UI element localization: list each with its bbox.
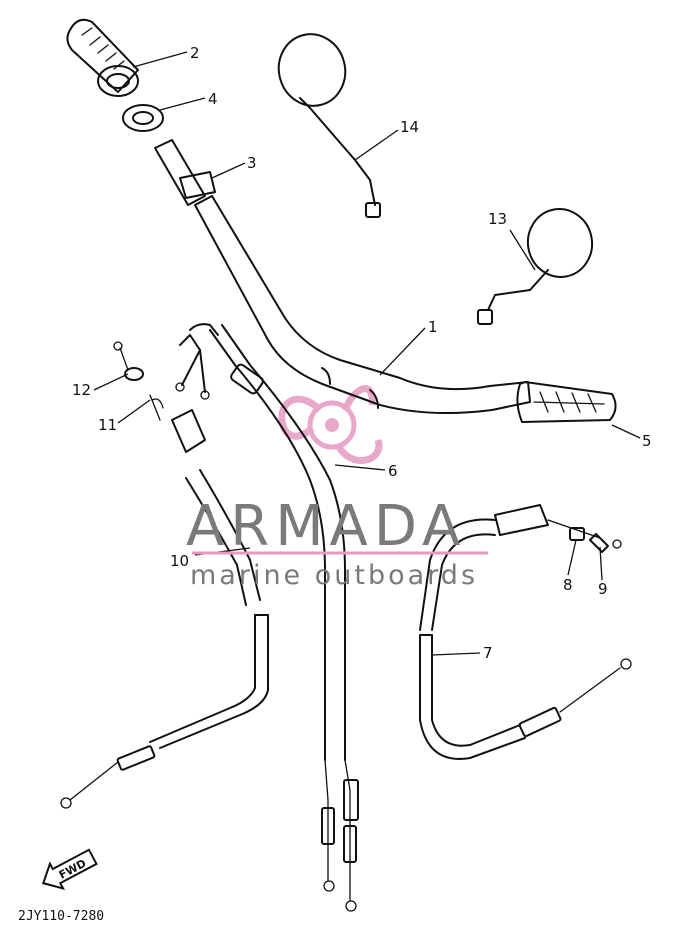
callout-6: 6	[388, 462, 398, 480]
bar-clamp	[179, 171, 216, 199]
callout-2: 2	[190, 44, 200, 62]
callout-4: 4	[208, 90, 218, 108]
left-grip	[66, 18, 139, 97]
clutch-cable-left	[60, 341, 269, 809]
callout-13: 13	[488, 210, 507, 228]
leader-lines	[93, 51, 641, 656]
mirror-right	[477, 208, 594, 325]
clutch-cable-right	[419, 504, 632, 760]
callout-10: 10	[170, 552, 189, 570]
callout-11: 11	[98, 416, 117, 434]
callout-labels: 1 2 3 4 5 6 7 8 9 10 11 12 13 14	[72, 44, 652, 662]
callout-1: 1	[428, 318, 438, 336]
callout-12: 12	[72, 381, 91, 399]
watermark: ARMADA marine outboards	[186, 494, 488, 591]
callout-8: 8	[563, 576, 573, 594]
mirror-left	[277, 33, 381, 218]
drawing-code: 2JY110-7280	[18, 909, 104, 924]
propeller-logo	[278, 385, 383, 464]
forward-arrow-icon: FWD	[41, 848, 98, 891]
callout-9: 9	[598, 580, 608, 598]
watermark-brand: ARMADA	[186, 494, 466, 559]
grip-washer	[122, 104, 164, 132]
callout-14: 14	[400, 118, 419, 136]
throttle-cables	[175, 323, 359, 912]
callout-5: 5	[642, 432, 652, 450]
right-grip	[516, 381, 617, 423]
callout-7: 7	[483, 644, 493, 662]
callout-3: 3	[247, 154, 257, 172]
watermark-tagline: marine outboards	[190, 560, 478, 591]
handlebar	[154, 139, 531, 415]
